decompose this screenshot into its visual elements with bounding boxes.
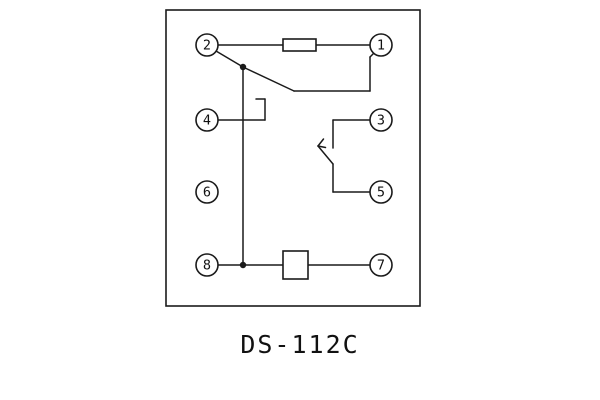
terminal-8-circle xyxy=(195,253,219,277)
terminal-5-label: 5 xyxy=(377,185,385,201)
contact-blade-left xyxy=(242,66,295,92)
wires xyxy=(215,44,375,266)
terminal-7: 7 xyxy=(369,253,393,277)
contact-arrowhead-a xyxy=(317,145,327,149)
contact-blade-right xyxy=(317,145,334,165)
schematic-border xyxy=(165,9,421,307)
terminal-1: 1 xyxy=(369,33,393,57)
terminal-3-label: 3 xyxy=(377,113,385,129)
contact-arrowhead-b xyxy=(317,138,325,147)
junction-dot-bottom xyxy=(239,261,247,269)
terminal-2-circle xyxy=(195,33,219,57)
resistor-symbol xyxy=(282,38,317,52)
coil-symbol xyxy=(282,250,309,280)
terminal-8: 8 xyxy=(195,253,219,277)
junction-dot-top xyxy=(239,63,247,71)
terminal-2-label: 2 xyxy=(203,38,211,54)
terminal-6: 6 xyxy=(195,180,219,204)
terminal-8-label: 8 xyxy=(203,258,211,274)
terminal-3: 3 xyxy=(369,108,393,132)
fixed-contact-t4 xyxy=(217,98,266,121)
terminal-7-circle xyxy=(369,253,393,277)
terminal-5: 5 xyxy=(369,180,393,204)
terminal-5-circle xyxy=(369,180,393,204)
terminal-4-label: 4 xyxy=(203,113,211,129)
terminal-4-circle xyxy=(195,108,219,132)
changeover-contact-symbol xyxy=(242,52,375,92)
terminal-3-circle xyxy=(369,108,393,132)
make-contact-arrow-symbol xyxy=(317,119,371,193)
terminal-6-label: 6 xyxy=(203,185,211,201)
terminal-2: 2 xyxy=(195,33,219,57)
terminal-7-label: 7 xyxy=(377,258,385,274)
terminal-1-circle xyxy=(369,33,393,57)
terminal-1-label: 1 xyxy=(377,38,385,54)
terminal-6-circle xyxy=(195,180,219,204)
wire-t2-junction xyxy=(215,50,244,68)
model-caption: DS-112C xyxy=(240,330,359,359)
terminal-4: 4 xyxy=(195,108,219,132)
